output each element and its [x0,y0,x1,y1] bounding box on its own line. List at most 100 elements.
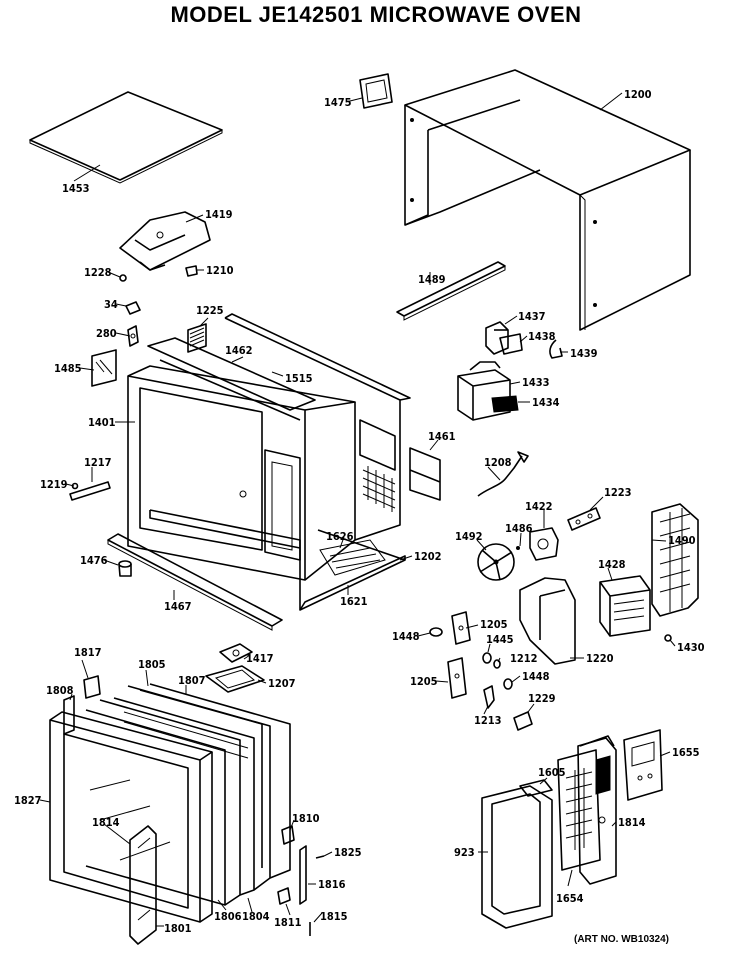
part-1417-lamp [219,643,253,663]
part-1210-clip [185,265,198,277]
label-1433: 1433 [522,376,550,389]
label-1428: 1428 [598,558,626,571]
part-923-control-frame [481,785,553,929]
label-1804: 1804 [242,910,270,923]
part-1428-magnetron [599,575,651,637]
part-1213-lever [483,685,495,709]
part-1419-cover [119,211,211,271]
part-1804-screen [113,697,255,896]
label-1806: 1806 [214,910,242,923]
part-1825-spring [315,855,325,859]
label-1430: 1430 [677,641,705,654]
label-1200: 1200 [624,88,652,101]
part-1486-screw [516,546,520,550]
part-1807-gasket [149,683,291,879]
label-1825: 1825 [334,846,362,859]
label-1515: 1515 [285,372,313,385]
label-1621: 1621 [340,595,368,608]
label-1438: 1438 [528,330,556,343]
label-1814-b: 1814 [618,816,646,829]
part-1814a-handle [129,825,157,945]
label-1489: 1489 [418,273,446,286]
part-1212-cap [493,659,501,669]
part-1475-plate [359,73,393,109]
label-1217: 1217 [84,456,112,469]
label-1445: 1445 [486,633,514,646]
label-1810: 1810 [292,812,320,825]
label-1476: 1476 [80,554,108,567]
part-1448a-cap [429,627,443,637]
part-1817-hinge [83,675,101,699]
label-1827: 1827 [14,794,42,807]
part-1205b-switch [447,657,467,699]
part-1476-cup [118,560,132,577]
part-1806-panel [85,699,241,906]
part-1434-element [491,395,519,413]
label-1448-a: 1448 [392,630,420,643]
part-1805-frame [127,685,271,891]
part-1492-fan [477,543,515,581]
label-1490: 1490 [668,534,696,547]
label-1817: 1817 [74,646,102,659]
label-1808: 1808 [46,684,74,697]
label-1654: 1654 [556,892,584,905]
label-1492: 1492 [455,530,483,543]
part-1439-wire [549,339,563,359]
label-1210: 1210 [206,264,234,277]
part-1461-bracket [409,447,441,501]
label-1815: 1815 [320,910,348,923]
part-1223-bracket [567,507,601,531]
part-1430-screw [664,634,672,642]
label-1807: 1807 [178,674,206,687]
diagram-title: MODEL JE142501 MICROWAVE OVEN [170,2,582,27]
part-1401-cavity [127,313,411,581]
label-1605: 1605 [538,766,566,779]
label-1811: 1811 [274,916,302,929]
label-1801: 1801 [164,922,192,935]
label-1205-a: 1205 [480,618,508,631]
part-1827-door-frame [49,711,213,923]
label-1205-b: 1205 [410,675,438,688]
label-1212: 1212 [510,652,538,665]
part-1433-block [457,361,511,421]
label-1814-a: 1814 [92,816,120,829]
part-1422-motor [529,527,559,561]
part-1814b-board [577,735,617,885]
part-1437-switch [485,321,509,355]
label-1655: 1655 [672,746,700,759]
label-1223: 1223 [604,486,632,499]
part-1816-rod [299,845,307,905]
label-280: 280 [96,327,117,340]
part-1207-bracket [205,665,265,693]
art-number: (ART NO. WB10324) [574,934,669,945]
part-1655-circuit-board [623,729,663,801]
label-1467: 1467 [164,600,192,613]
label-1419: 1419 [205,208,233,221]
label-1219: 1219 [40,478,68,491]
part-1490-grille [651,503,699,617]
label-1225: 1225 [196,304,224,317]
label-1805: 1805 [138,658,166,671]
part-1467-rail [107,533,283,631]
label-1462: 1462 [225,344,253,357]
label-1401: 1401 [88,416,116,429]
label-1229: 1229 [528,692,556,705]
part-1485-glass [91,349,117,387]
label-1816: 1816 [318,878,346,891]
part-1605-window [519,779,553,797]
part-1229-latch [513,711,533,731]
part-labels: 1475 1200 1453 1419 1228 1210 1489 34 28… [14,88,705,935]
part-1217-bracket [69,481,111,501]
part-1453-sheet [29,91,223,184]
part-1438-switch [499,333,523,355]
label-1207: 1207 [268,677,296,690]
label-1626: 1626 [326,530,354,543]
label-34: 34 [104,298,118,311]
label-1461: 1461 [428,430,456,443]
label-1448-b: 1448 [522,670,550,683]
part-1208-wire [477,451,529,497]
part-1228-fastener [119,274,127,282]
label-1453: 1453 [62,182,90,195]
part-1220-duct [519,577,576,665]
